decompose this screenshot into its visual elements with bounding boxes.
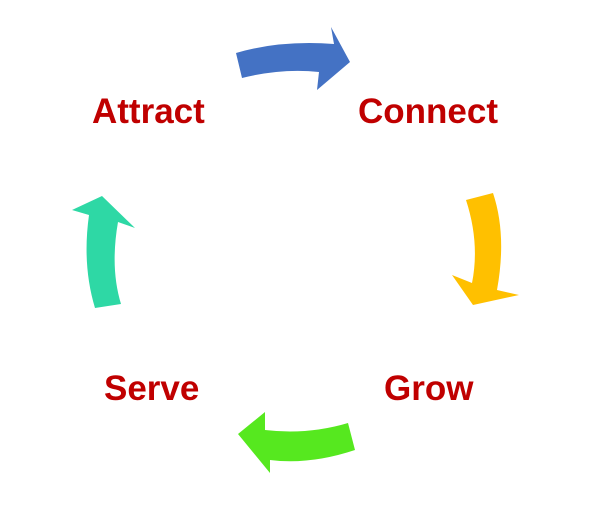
arrow-connect-to-grow-icon (452, 193, 519, 305)
step-label-grow: Grow (384, 369, 474, 408)
arrow-attract-to-connect-icon (236, 27, 350, 90)
arrow-serve-to-attract-icon (72, 196, 135, 308)
step-label-attract: Attract (92, 92, 205, 131)
arrow-grow-to-serve-icon (238, 412, 355, 473)
step-label-connect: Connect (358, 92, 498, 131)
step-label-serve: Serve (104, 369, 200, 408)
